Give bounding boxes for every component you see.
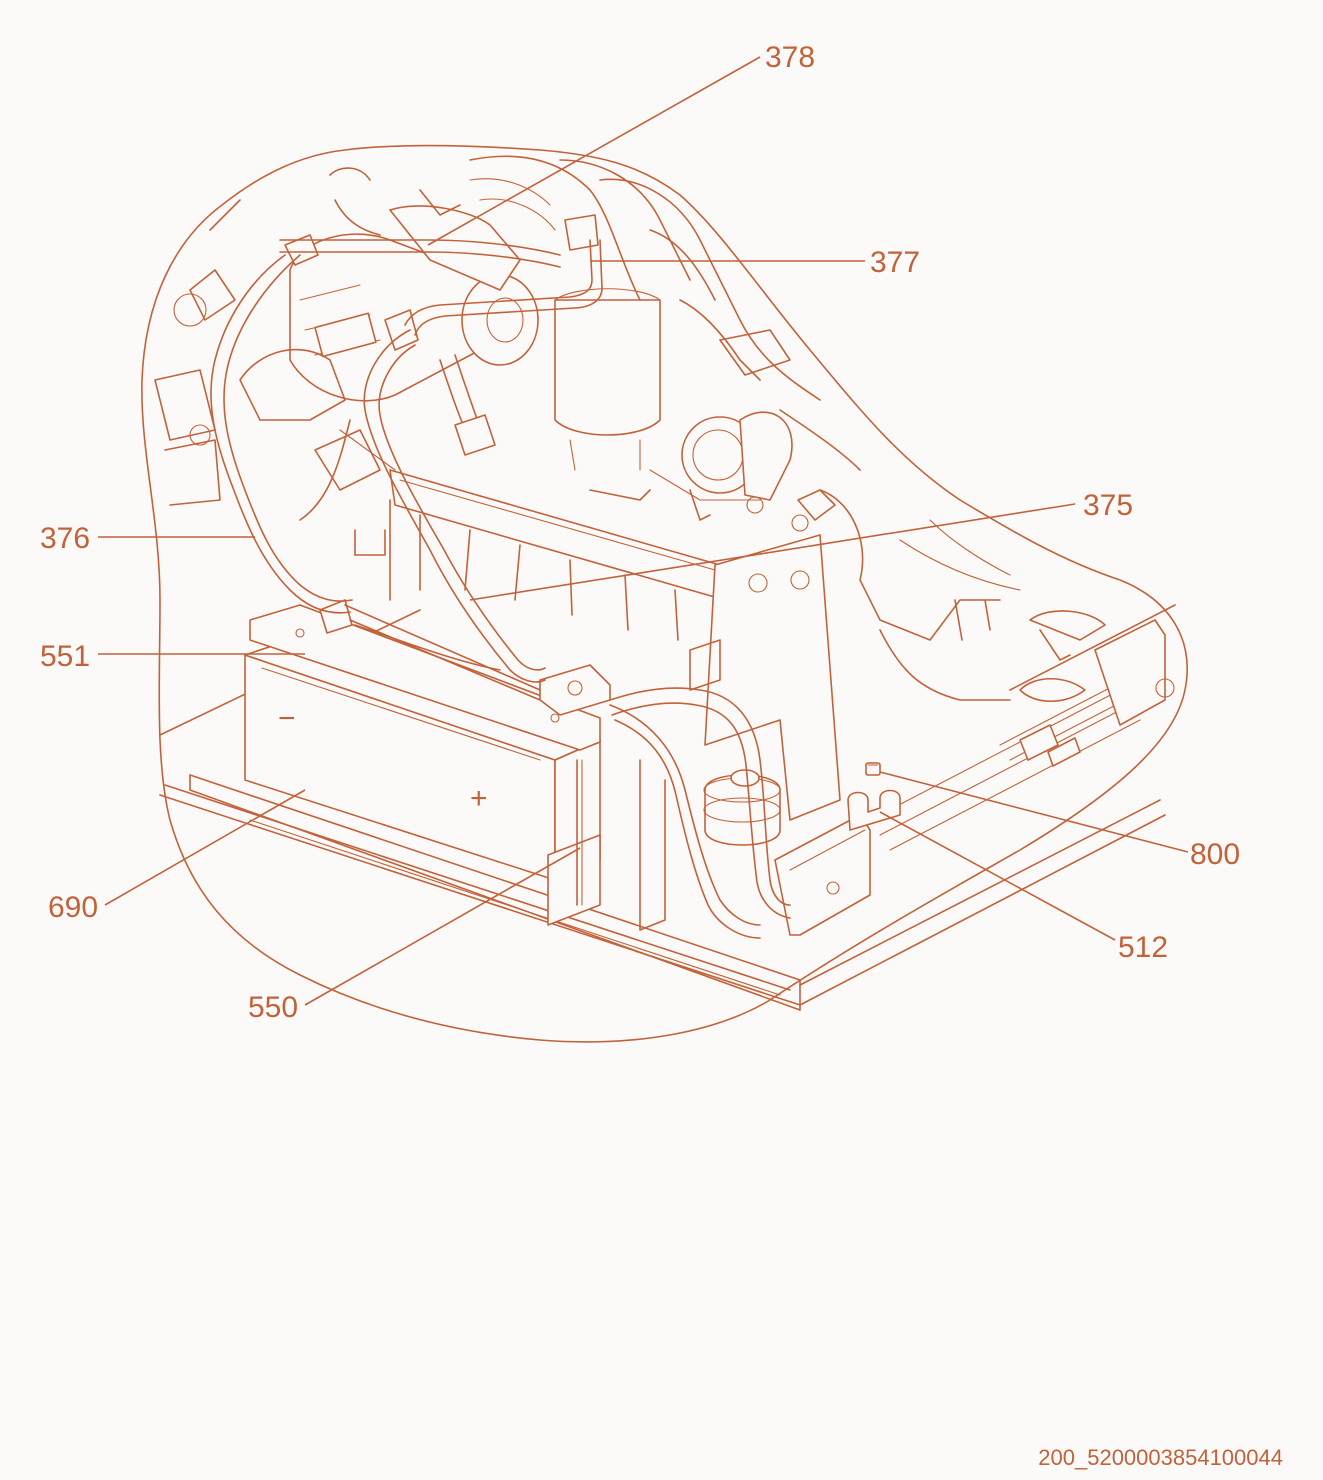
callout-378: 378 bbox=[765, 41, 815, 74]
leader-lines bbox=[98, 56, 1189, 1006]
leader-550 bbox=[304, 847, 581, 1006]
battery-hold-down-bracket bbox=[249, 604, 601, 751]
callout-551: 551 bbox=[40, 640, 90, 673]
callout-550: 550 bbox=[248, 991, 298, 1024]
intake-turbo bbox=[681, 411, 793, 514]
battery-plus-sign: + bbox=[470, 782, 488, 815]
pipe-under-bracket bbox=[344, 604, 541, 701]
battery-minus-sign: − bbox=[278, 702, 296, 735]
callout-377: 377 bbox=[870, 246, 920, 279]
engine-mount-bracket bbox=[689, 534, 841, 821]
fuel-line-375 bbox=[363, 329, 791, 939]
fuel-line-377 bbox=[404, 239, 603, 336]
callout-800: 800 bbox=[1190, 838, 1240, 871]
starter-motor bbox=[289, 205, 539, 402]
cutaway-outline bbox=[141, 144, 1188, 1043]
battery-clamp-plate bbox=[547, 759, 666, 931]
oil-filter bbox=[554, 288, 661, 471]
leader-512 bbox=[879, 811, 1116, 941]
fuel-line-376 bbox=[210, 254, 353, 614]
callout-690: 690 bbox=[48, 891, 98, 924]
leader-800 bbox=[879, 771, 1189, 853]
engine-block bbox=[339, 429, 1011, 701]
callout-376: 376 bbox=[40, 522, 90, 555]
frame-base bbox=[159, 604, 1176, 1011]
engine-mount-isolator bbox=[703, 769, 781, 846]
hose-nozzle bbox=[439, 354, 711, 521]
drawing-code: 200_5200003854100044 bbox=[1038, 1445, 1283, 1470]
callout-375: 375 bbox=[1083, 489, 1133, 522]
front-frame-bracket bbox=[774, 610, 1175, 936]
callout-labels: 378 377 375 376 551 690 550 800 512 bbox=[40, 41, 1240, 1024]
callout-512: 512 bbox=[1118, 931, 1168, 964]
leader-378 bbox=[427, 56, 761, 246]
leader-375 bbox=[469, 503, 1076, 601]
leader-690 bbox=[104, 789, 306, 906]
